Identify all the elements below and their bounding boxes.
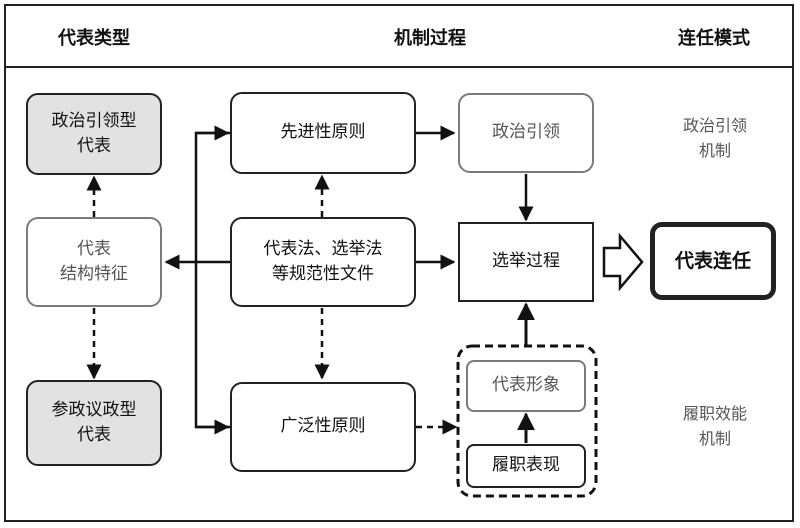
diagram-frame: 代表类型 机制过程 连任模式 xyxy=(4,4,794,522)
election-label: 选举过程 xyxy=(492,251,560,272)
performance-mechanism-label: 履职效能机制 xyxy=(660,402,770,452)
structure-line2: 结构特征 xyxy=(60,264,128,284)
political-lead-label: 政治引领 xyxy=(492,122,560,143)
result-label: 代表连任 xyxy=(674,249,751,272)
header-row: 代表类型 机制过程 连任模式 xyxy=(6,6,792,68)
performance-label: 履职表现 xyxy=(492,455,560,476)
structure-box: 代表结构特征 xyxy=(26,217,162,307)
political-mechanism-line2: 机制 xyxy=(698,140,731,160)
laws-line2: 等规范性文件 xyxy=(272,264,374,284)
image-label: 代表形象 xyxy=(492,375,560,396)
broad-box: 广泛性原则 xyxy=(230,382,416,472)
structure-line1: 代表 xyxy=(77,238,111,259)
advanced-label: 先进性原则 xyxy=(280,122,366,143)
laws-line1: 代表法、选举法 xyxy=(263,238,383,259)
image-performance-group xyxy=(456,344,598,498)
header-types: 代表类型 xyxy=(58,28,130,49)
deliberative-rep-line2: 代表 xyxy=(77,425,111,445)
header-mode: 连任模式 xyxy=(678,28,750,49)
hollow-arrow-to-result xyxy=(602,232,644,292)
election-box: 选举过程 xyxy=(458,222,594,302)
political-rep-line2: 代表 xyxy=(77,136,111,156)
political-lead-box: 政治引领 xyxy=(458,93,594,173)
image-box: 代表形象 xyxy=(466,360,586,412)
political-mechanism-line1: 政治引领 xyxy=(682,116,747,135)
political-rep-box: 政治引领型代表 xyxy=(26,93,162,175)
political-rep-line1: 政治引领型 xyxy=(51,110,137,131)
deliberative-rep-line1: 参政议政型 xyxy=(51,399,137,420)
result-box: 代表连任 xyxy=(650,222,776,300)
bracket-line xyxy=(194,131,230,429)
performance-mechanism-line2: 机制 xyxy=(698,428,731,448)
advanced-box: 先进性原则 xyxy=(230,92,416,174)
broad-label: 广泛性原则 xyxy=(280,416,366,437)
political-mechanism-label: 政治引领机制 xyxy=(660,114,770,164)
performance-box: 履职表现 xyxy=(466,444,586,488)
header-process: 机制过程 xyxy=(394,28,466,49)
deliberative-rep-box: 参政议政型代表 xyxy=(26,380,162,466)
laws-box: 代表法、选举法等规范性文件 xyxy=(230,217,416,307)
performance-mechanism-line1: 履职效能 xyxy=(682,404,747,423)
